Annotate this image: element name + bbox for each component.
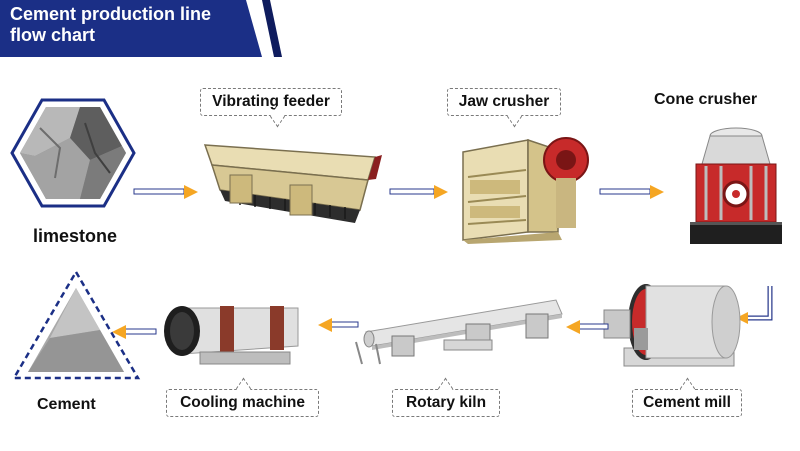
page-title: Cement production line flow chart [10,4,260,46]
flow-arrow-5 [318,318,359,332]
limestone-label: limestone [33,226,118,246]
flow-arrow-6 [112,325,157,339]
title-banner [0,0,262,57]
rotary-kiln-label: Rotary kiln [392,377,500,417]
cement-mill-label: Cement mill [632,377,742,417]
jaw-crusher-image [462,137,589,244]
flow-arrow-1 [133,185,198,199]
cone-crusher-label: Cone crusher [654,91,758,108]
vibrating-feeder-image [203,144,382,223]
cone-crusher-image [690,127,782,244]
flow-arrow-2 [389,185,448,199]
cement-image [11,269,141,380]
cooling-machine-image [164,306,299,365]
cooling-machine-label: Cooling machine [166,377,319,417]
cement-mill-image [603,284,741,367]
flow-connector [736,286,773,324]
page-title-line-1: Cement production line [10,4,212,24]
page-title-line-2: flow chart [10,25,96,45]
rotary-kiln-image [355,299,563,365]
flow-arrow-4 [566,320,609,334]
jaw-crusher-label: Jaw crusher [447,88,561,128]
vibrating-feeder-label: Vibrating feeder [200,88,342,128]
cement-label: Cement [37,396,96,413]
limestone-image [10,98,136,208]
flow-arrow-3 [599,185,664,199]
